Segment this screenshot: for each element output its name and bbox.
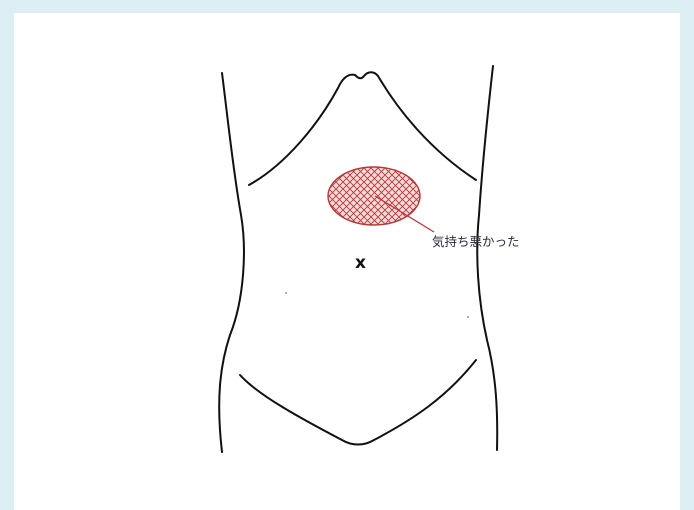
- torso-left-outline: [218, 72, 245, 453]
- torso-right-outline: [476, 65, 499, 451]
- annotation-leader-line: [374, 195, 435, 233]
- discomfort-area-hatch: [327, 166, 421, 226]
- diagram-panel: [14, 13, 680, 510]
- stray-dot: [467, 316, 469, 318]
- rib-arch-outline: [248, 71, 477, 186]
- stray-dot: [285, 292, 287, 294]
- pelvic-curve-outline: [239, 359, 477, 446]
- navel-marker: x: [355, 253, 366, 273]
- annotation-label: 気持ち悪かった: [432, 234, 520, 249]
